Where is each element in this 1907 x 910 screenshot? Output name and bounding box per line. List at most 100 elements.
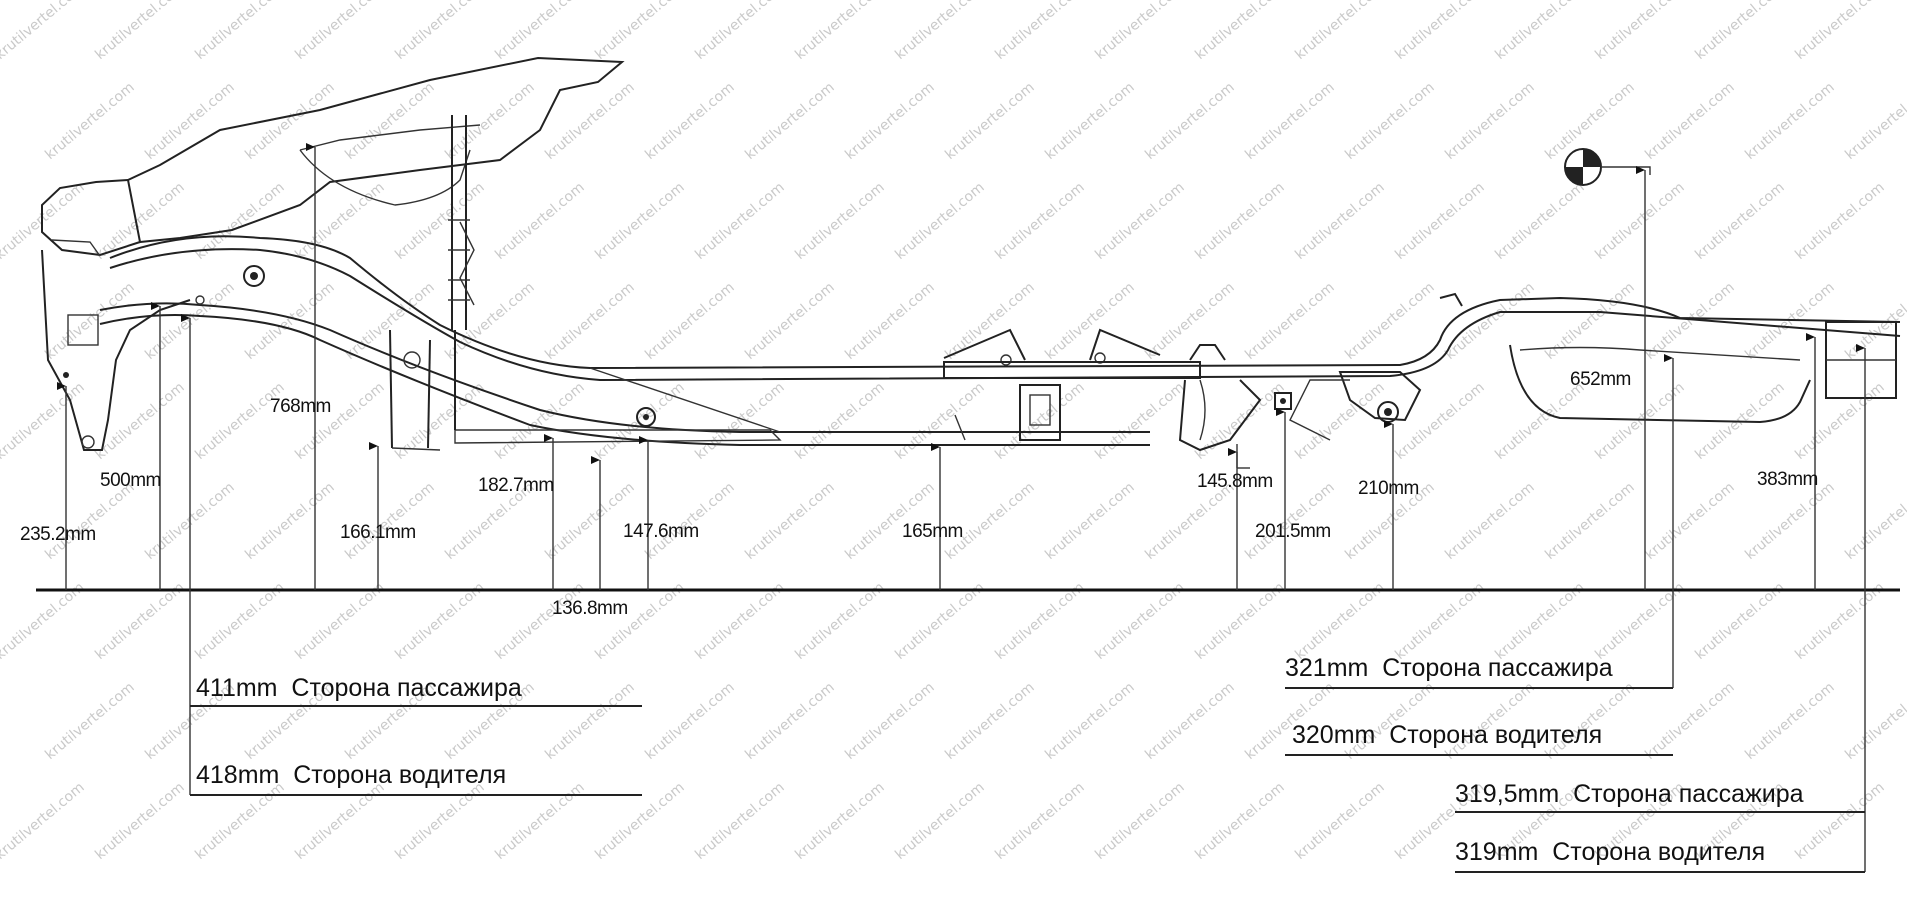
watermark-text: krutilvertel.com xyxy=(592,179,687,263)
watermark-text: krutilvertel.com xyxy=(1192,0,1287,63)
watermark-text: krutilvertel.com xyxy=(642,679,737,763)
watermark-text: krutilvertel.com xyxy=(192,0,287,63)
watermark-text: krutilvertel.com xyxy=(692,779,787,863)
watermark-text: krutilvertel.com xyxy=(492,379,587,463)
watermark-text: krutilvertel.com xyxy=(392,579,487,663)
watermark-text: krutilvertel.com xyxy=(1292,779,1387,863)
watermark-text: krutilvertel.com xyxy=(992,179,1087,263)
watermark-text: krutilvertel.com xyxy=(0,579,88,663)
legend-front-driver: 418mm Сторона водителя xyxy=(196,761,506,789)
watermark-text: krutilvertel.com xyxy=(292,179,387,263)
watermark-text: krutilvertel.com xyxy=(842,279,937,363)
watermark-text: krutilvertel.com xyxy=(592,779,687,863)
dim-label-147-6: 147.6mm xyxy=(623,521,699,542)
watermark-text: krutilvertel.com xyxy=(1792,579,1887,663)
watermark-text: krutilvertel.com xyxy=(1392,579,1487,663)
watermark-text: krutilvertel.com xyxy=(1642,79,1737,163)
watermark-text: krutilvertel.com xyxy=(92,379,187,463)
watermark-text: krutilvertel.com xyxy=(1542,279,1637,363)
watermark-text: krutilvertel.com xyxy=(942,279,1037,363)
watermark-text: krutilvertel.com xyxy=(542,79,637,163)
legend-front-passenger: 411mm Сторона пассажира xyxy=(196,674,522,702)
dim-label-652: 652mm xyxy=(1570,369,1631,390)
watermark-text: krutilvertel.com xyxy=(692,0,787,63)
watermark-text: krutilvertel.com xyxy=(942,79,1037,163)
watermark-text: krutilvertel.com xyxy=(1742,679,1837,763)
dim-label-235-2: 235.2mm xyxy=(20,524,96,545)
dim-label-165: 165mm xyxy=(902,521,963,542)
watermark-text: krutilvertel.com xyxy=(1392,0,1487,63)
watermark-text: krutilvertel.com xyxy=(42,479,137,563)
dim-label-201-5: 201.5mm xyxy=(1255,521,1331,542)
watermark-text: krutilvertel.com xyxy=(1442,279,1537,363)
watermark-text: krutilvertel.com xyxy=(992,779,1087,863)
watermark-text: krutilvertel.com xyxy=(592,579,687,663)
watermark-text: krutilvertel.com xyxy=(492,779,587,863)
watermark-text: krutilvertel.com xyxy=(742,79,837,163)
watermark-text: krutilvertel.com xyxy=(1642,679,1737,763)
watermark-text: krutilvertel.com xyxy=(1442,79,1537,163)
legend-labels: 411mm Сторона пассажира 418mm Сторона во… xyxy=(196,654,1804,866)
watermark-text: krutilvertel.com xyxy=(1842,679,1907,763)
watermark-text: krutilvertel.com xyxy=(0,379,88,463)
dim-label-210: 210mm xyxy=(1358,478,1419,499)
legend-rules xyxy=(190,687,1865,873)
dim-label-136-8: 136.8mm xyxy=(552,598,628,619)
watermark-text: krutilvertel.com xyxy=(892,179,987,263)
watermark-text: krutilvertel.com xyxy=(1142,279,1237,363)
watermark-text: krutilvertel.com xyxy=(1192,579,1287,663)
watermark-text: krutilvertel.com xyxy=(792,0,887,63)
watermark-text: krutilvertel.com xyxy=(1842,79,1907,163)
watermark-text: krutilvertel.com xyxy=(642,279,737,363)
watermark-text: krutilvertel.com xyxy=(1042,79,1137,163)
dim-label-768: 768mm xyxy=(270,396,331,417)
watermark-text: krutilvertel.com xyxy=(742,679,837,763)
watermark-text: krutilvertel.com xyxy=(1042,479,1137,563)
watermark-text: krutilvertel.com xyxy=(542,679,637,763)
watermark-text: krutilvertel.com xyxy=(92,779,187,863)
dim-label-166-1: 166.1mm xyxy=(340,522,416,543)
watermark-text: krutilvertel.com xyxy=(1192,779,1287,863)
watermark-text: krutilvertel.com xyxy=(42,679,137,763)
watermark-text: krutilvertel.com xyxy=(942,679,1037,763)
watermark-text: krutilvertel.com xyxy=(1092,0,1187,63)
watermark-text: krutilvertel.com xyxy=(1242,279,1337,363)
watermark-text: krutilvertel.com xyxy=(1592,0,1687,63)
watermark-text: krutilvertel.com xyxy=(892,579,987,663)
watermark-text: krutilvertel.com xyxy=(0,0,88,63)
watermark-text: krutilvertel.com xyxy=(692,179,787,263)
watermark-text: krutilvertel.com xyxy=(1792,379,1887,463)
watermark-text: krutilvertel.com xyxy=(1292,179,1387,263)
watermark-text: krutilvertel.com xyxy=(892,0,987,63)
watermark-text: krutilvertel.com xyxy=(992,579,1087,663)
watermark-text: krutilvertel.com xyxy=(1492,179,1587,263)
watermark-text: krutilvertel.com xyxy=(442,79,537,163)
watermark-text: krutilvertel.com xyxy=(1292,0,1387,63)
watermark-text: krutilvertel.com xyxy=(242,79,337,163)
dim-label-182-7: 182.7mm xyxy=(478,475,554,496)
watermark-text: krutilvertel.com xyxy=(1092,179,1187,263)
watermark-text: krutilvertel.com xyxy=(392,779,487,863)
watermark-text: krutilvertel.com xyxy=(92,179,187,263)
watermark-text: krutilvertel.com xyxy=(342,79,437,163)
watermark-text: krutilvertel.com xyxy=(1692,0,1787,63)
watermark-text: krutilvertel.com xyxy=(1192,379,1287,463)
watermark-text: krutilvertel.com xyxy=(442,279,537,363)
watermark-text: krutilvertel.com xyxy=(742,479,837,563)
watermark-text: krutilvertel.com xyxy=(792,779,887,863)
watermark-text: krutilvertel.com xyxy=(592,0,687,63)
watermark-text: krutilvertel.com xyxy=(792,379,887,463)
dim-label-383: 383mm xyxy=(1757,469,1818,490)
dim-label-145-8: 145.8mm xyxy=(1197,471,1273,492)
watermark-text: krutilvertel.com xyxy=(1392,379,1487,463)
watermark-text: krutilvertel.com xyxy=(42,79,137,163)
watermark-text: krutilvertel.com xyxy=(1042,679,1137,763)
watermark-text: krutilvertel.com xyxy=(692,579,787,663)
watermark-text: krutilvertel.com xyxy=(842,679,937,763)
watermark-text: krutilvertel.com xyxy=(1792,779,1887,863)
watermark-text: krutilvertel.com xyxy=(292,779,387,863)
watermark-text: krutilvertel.com xyxy=(792,579,887,663)
watermark-text: krutilvertel.com xyxy=(1692,579,1787,663)
watermark-text: krutilvertel.com xyxy=(742,279,837,363)
